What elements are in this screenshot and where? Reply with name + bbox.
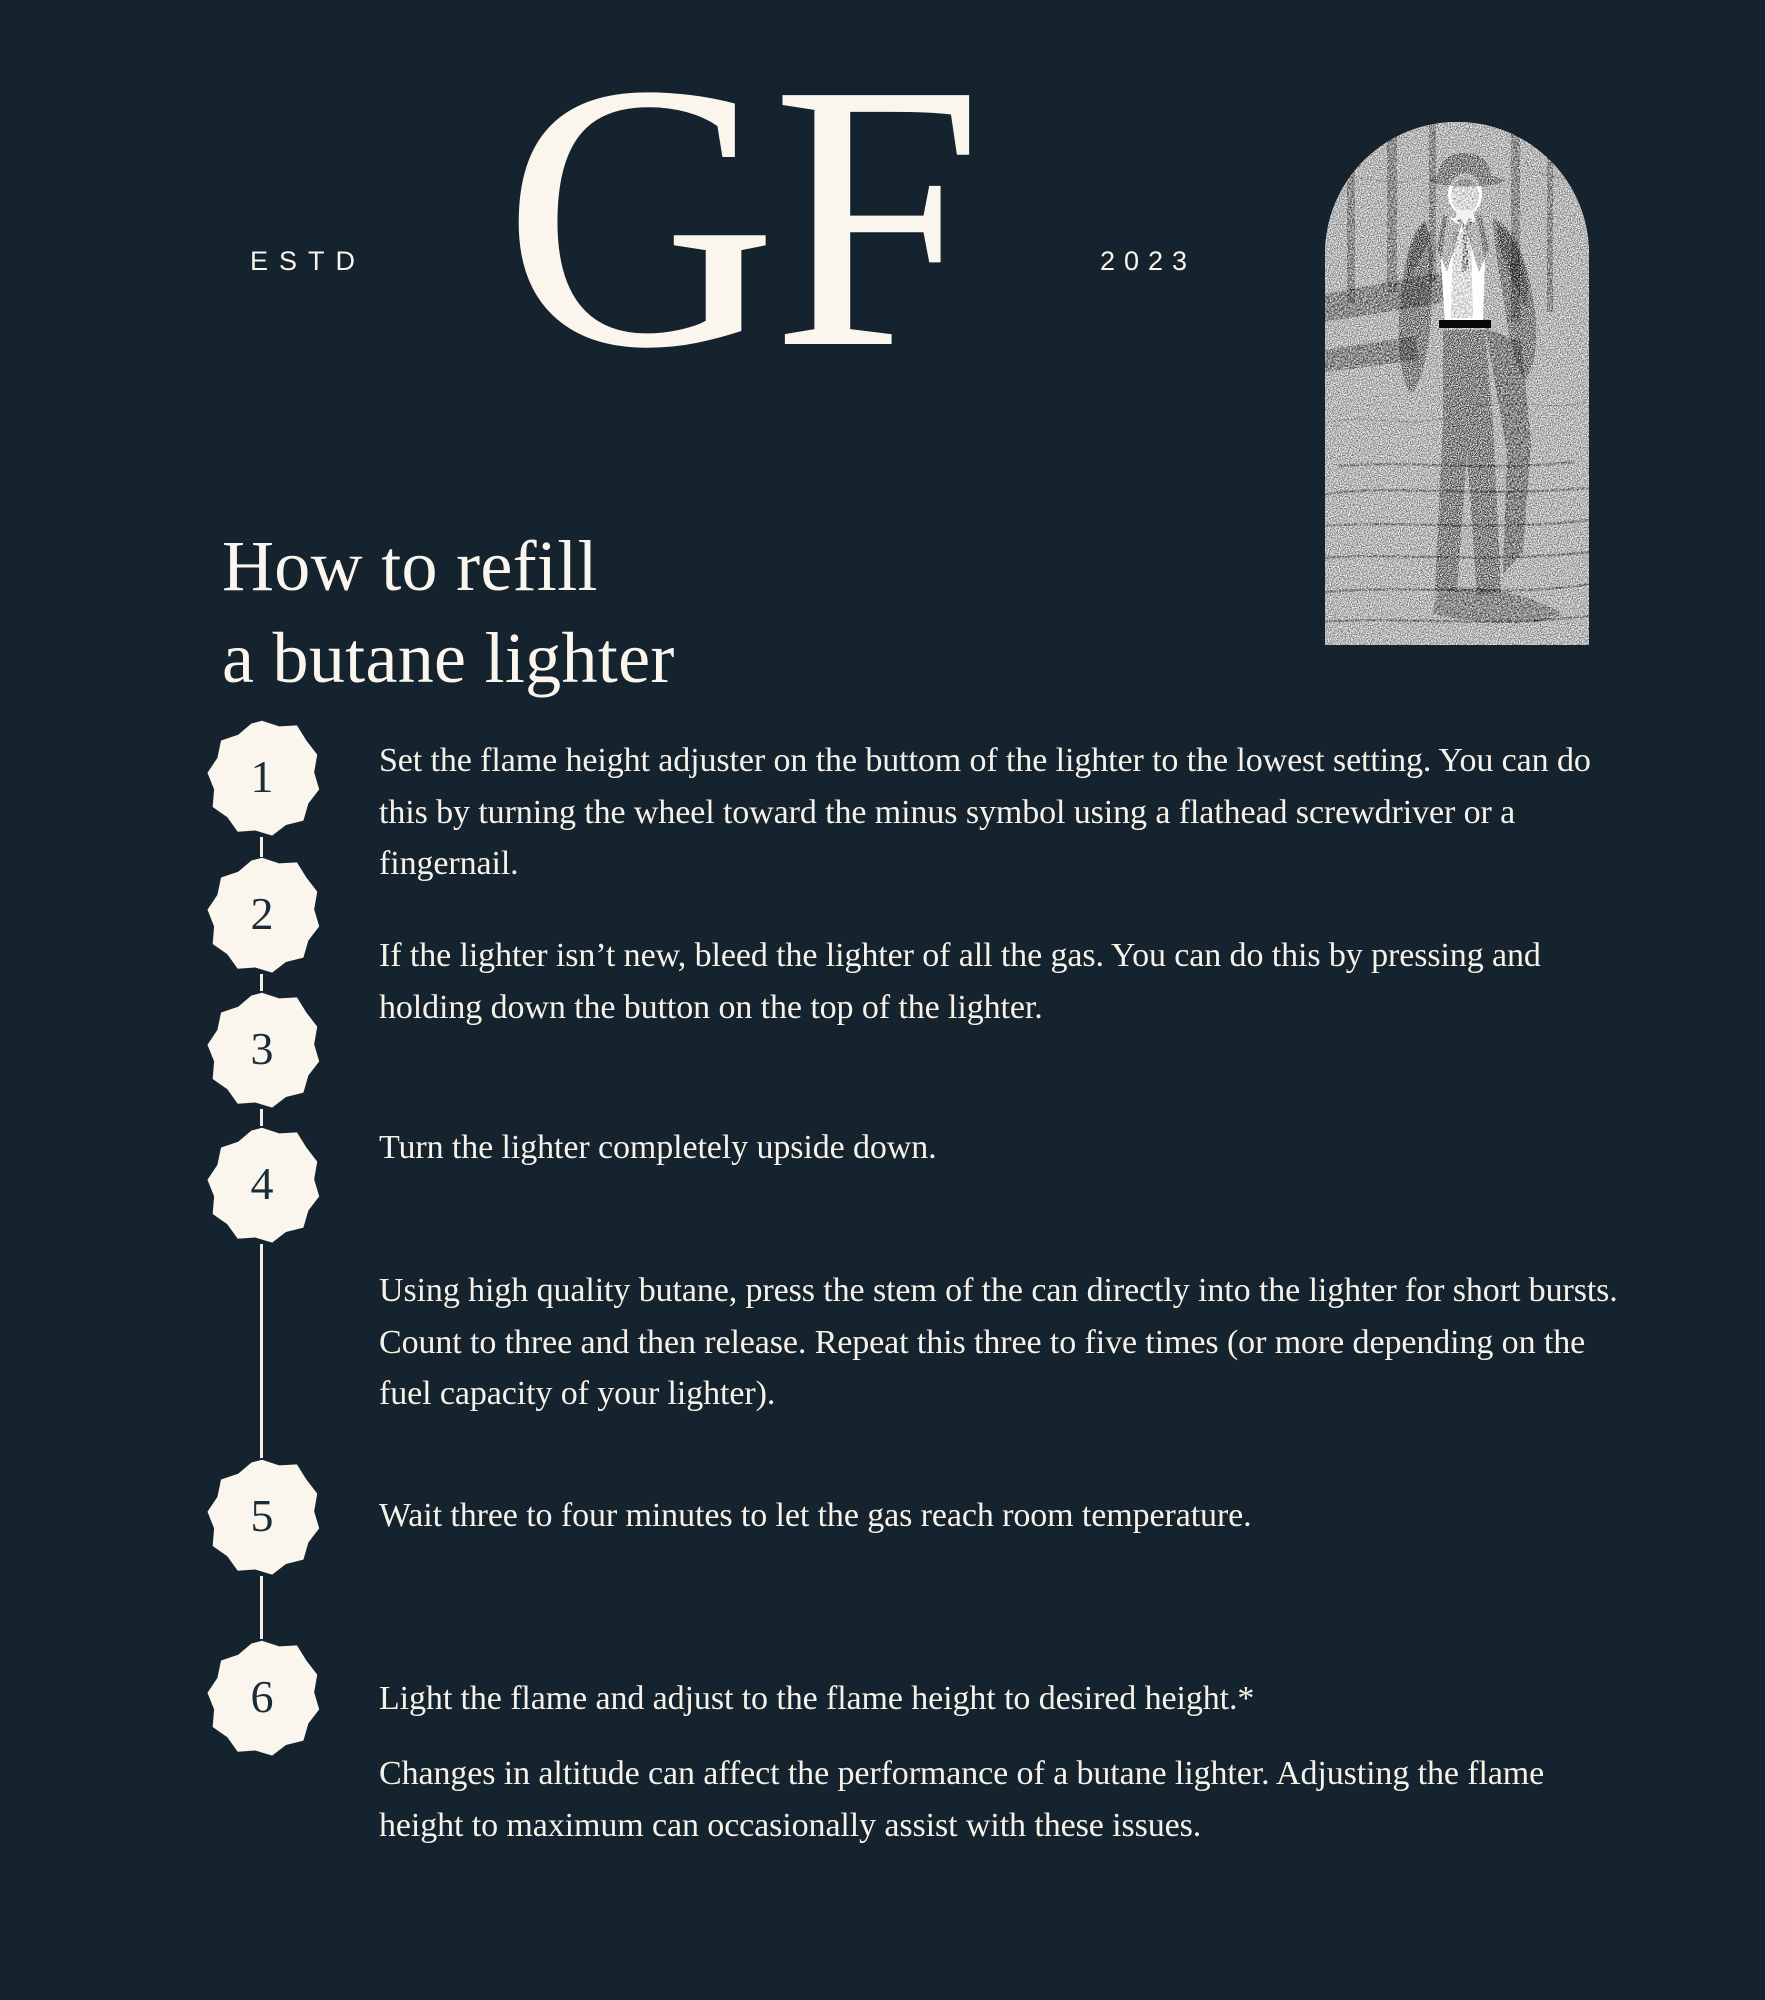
step-text-3: Turn the lighter completely upside down.: [379, 1129, 937, 1166]
step-badge-6: 6: [203, 1639, 321, 1757]
established-year: 2023: [1100, 246, 1197, 276]
timeline-connector-3-4: [260, 1109, 263, 1126]
timeline-connector-1-2: [260, 837, 263, 857]
step-badge-4: 4: [203, 1126, 321, 1244]
step-text-2: If the lighter isn’t new, bleed the ligh…: [379, 937, 1541, 1026]
vintage-man-in-hat-illustration: [1325, 122, 1589, 645]
timeline-connector-4-5: [260, 1244, 263, 1458]
step-text-4: Using high quality butane, press the ste…: [379, 1272, 1618, 1413]
page-title: How to refill a butane lighter: [222, 520, 1122, 704]
step-text-5: Wait three to four minutes to let the ga…: [379, 1497, 1252, 1534]
step-badge-2: 2: [203, 856, 321, 974]
step-text-6: Light the flame and adjust to the flame …: [379, 1680, 1255, 1717]
step-text-1: Set the flame height adjuster on the but…: [379, 742, 1591, 883]
established-label: ESTD: [250, 246, 367, 276]
step-badge-5: 5: [203, 1458, 321, 1576]
timeline-connector-5-6: [260, 1576, 263, 1639]
step-badge-number-3: 3: [250, 1022, 274, 1074]
step-badge-number-5: 5: [250, 1489, 274, 1541]
footnote-text: Changes in altitude can affect the perfo…: [379, 1755, 1545, 1844]
timeline-connector-2-3: [260, 974, 263, 991]
brand-monogram: GF: [503, 6, 983, 427]
step-badge-number-2: 2: [250, 887, 274, 939]
page-title-line-2: a butane lighter: [222, 618, 675, 699]
step-badge-1: 1: [203, 719, 321, 837]
page-title-line-1: How to refill: [222, 526, 598, 607]
step-badge-number-1: 1: [250, 750, 274, 802]
step-badge-3: 3: [203, 991, 321, 1109]
step-badge-number-6: 6: [250, 1670, 274, 1722]
brand-header: ESTD GF 2023: [0, 6, 1280, 427]
step-badge-number-4: 4: [250, 1157, 274, 1209]
